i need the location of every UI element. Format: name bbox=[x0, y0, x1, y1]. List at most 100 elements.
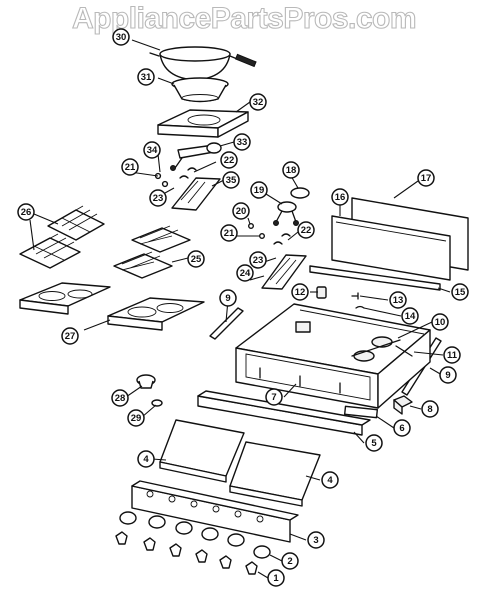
svg-text:15: 15 bbox=[455, 287, 466, 298]
svg-text:12: 12 bbox=[295, 287, 306, 298]
svg-text:26: 26 bbox=[21, 207, 32, 218]
svg-text:10: 10 bbox=[435, 317, 446, 328]
part-rear-rail bbox=[309, 265, 441, 291]
callout-12: 12 bbox=[291, 283, 309, 301]
callout-29: 29 bbox=[127, 409, 145, 427]
part-bracket-right bbox=[261, 254, 307, 290]
callout-4: 4 bbox=[137, 450, 155, 468]
svg-text:33: 33 bbox=[237, 137, 248, 148]
callout-2: 2 bbox=[281, 552, 299, 570]
svg-text:20: 20 bbox=[236, 206, 247, 217]
svg-text:23: 23 bbox=[253, 255, 264, 266]
svg-text:1: 1 bbox=[273, 573, 279, 584]
part-back-panels bbox=[331, 197, 469, 281]
callout-16: 16 bbox=[331, 188, 349, 206]
callout-13: 13 bbox=[389, 291, 407, 309]
svg-text:22: 22 bbox=[224, 155, 235, 166]
part-switch-and-fasteners bbox=[316, 286, 365, 309]
callout-33: 33 bbox=[233, 133, 251, 151]
svg-text:27: 27 bbox=[65, 331, 76, 342]
watermark: AppliancePartsPros.com bbox=[71, 1, 417, 35]
part-front-rail bbox=[197, 390, 371, 436]
part-label-plate bbox=[343, 405, 379, 419]
callout-23: 23 bbox=[149, 189, 167, 207]
part-screws-left bbox=[154, 167, 197, 188]
callout-17: 17 bbox=[417, 169, 435, 187]
callout-21: 21 bbox=[220, 224, 238, 242]
part-manifold bbox=[351, 339, 413, 357]
part-screws-right bbox=[247, 222, 291, 245]
svg-text:22: 22 bbox=[301, 225, 312, 236]
svg-text:21: 21 bbox=[125, 162, 136, 173]
svg-text:24: 24 bbox=[240, 268, 251, 279]
part-double-burner bbox=[273, 187, 310, 226]
part-main-chassis bbox=[235, 303, 431, 409]
callout-22: 22 bbox=[220, 151, 238, 169]
callout-20: 20 bbox=[232, 202, 250, 220]
callout-14: 14 bbox=[401, 307, 419, 325]
callout-35: 35 bbox=[222, 171, 240, 189]
part-wok-ring bbox=[171, 77, 229, 103]
svg-text:5: 5 bbox=[371, 438, 377, 449]
callout-30: 30 bbox=[112, 28, 130, 46]
svg-text:9: 9 bbox=[445, 370, 450, 381]
callout-24: 24 bbox=[236, 264, 254, 282]
svg-text:9: 9 bbox=[225, 293, 230, 304]
callout-6: 6 bbox=[393, 419, 411, 437]
svg-text:8: 8 bbox=[427, 404, 432, 415]
part-burner-plate-single bbox=[157, 109, 249, 138]
part-knobs-and-bezels bbox=[115, 511, 271, 575]
callout-19: 19 bbox=[250, 181, 268, 199]
svg-text:4: 4 bbox=[143, 454, 149, 465]
callout-22: 22 bbox=[297, 221, 315, 239]
callout-23: 23 bbox=[249, 251, 267, 269]
svg-text:16: 16 bbox=[335, 192, 346, 203]
svg-text:6: 6 bbox=[399, 423, 404, 434]
svg-text:25: 25 bbox=[191, 254, 202, 265]
callout-9: 9 bbox=[219, 289, 237, 307]
part-grates-center bbox=[113, 225, 191, 279]
callout-32: 32 bbox=[249, 93, 267, 111]
part-burner-plates bbox=[19, 282, 205, 331]
svg-text:28: 28 bbox=[115, 393, 126, 404]
callout-1: 1 bbox=[267, 569, 285, 587]
callout-3: 3 bbox=[307, 531, 325, 549]
part-control-panel bbox=[131, 480, 299, 543]
callout-9: 9 bbox=[439, 366, 457, 384]
svg-text:31: 31 bbox=[141, 72, 152, 83]
callout-26: 26 bbox=[17, 203, 35, 221]
svg-text:7: 7 bbox=[271, 392, 276, 403]
svg-text:4: 4 bbox=[327, 475, 333, 486]
callout-layer: 1234456789910111213141516171819202121222… bbox=[17, 28, 469, 587]
svg-text:19: 19 bbox=[254, 185, 265, 196]
callout-27: 27 bbox=[61, 327, 79, 345]
svg-text:13: 13 bbox=[393, 295, 404, 306]
callout-10: 10 bbox=[431, 313, 449, 331]
part-drip-trays bbox=[159, 419, 321, 507]
part-burner-valve bbox=[170, 142, 222, 171]
callout-4: 4 bbox=[321, 471, 339, 489]
svg-text:23: 23 bbox=[153, 193, 164, 204]
part-ignitor-module bbox=[393, 395, 413, 415]
svg-text:3: 3 bbox=[313, 535, 318, 546]
callout-31: 31 bbox=[137, 68, 155, 86]
callout-15: 15 bbox=[451, 283, 469, 301]
callout-8: 8 bbox=[421, 400, 439, 418]
svg-text:11: 11 bbox=[447, 350, 458, 361]
part-wok bbox=[149, 46, 257, 81]
svg-text:30: 30 bbox=[116, 32, 127, 43]
svg-text:29: 29 bbox=[131, 413, 142, 424]
svg-text:17: 17 bbox=[421, 173, 432, 184]
callout-11: 11 bbox=[443, 346, 461, 364]
svg-text:18: 18 bbox=[286, 165, 297, 176]
svg-text:34: 34 bbox=[147, 145, 158, 156]
callout-25: 25 bbox=[187, 250, 205, 268]
svg-text:32: 32 bbox=[253, 97, 264, 108]
callout-21: 21 bbox=[121, 158, 139, 176]
part-grates bbox=[19, 205, 105, 269]
svg-text:14: 14 bbox=[405, 311, 416, 322]
callout-5: 5 bbox=[365, 434, 383, 452]
callout-7: 7 bbox=[265, 388, 283, 406]
svg-text:35: 35 bbox=[226, 175, 237, 186]
